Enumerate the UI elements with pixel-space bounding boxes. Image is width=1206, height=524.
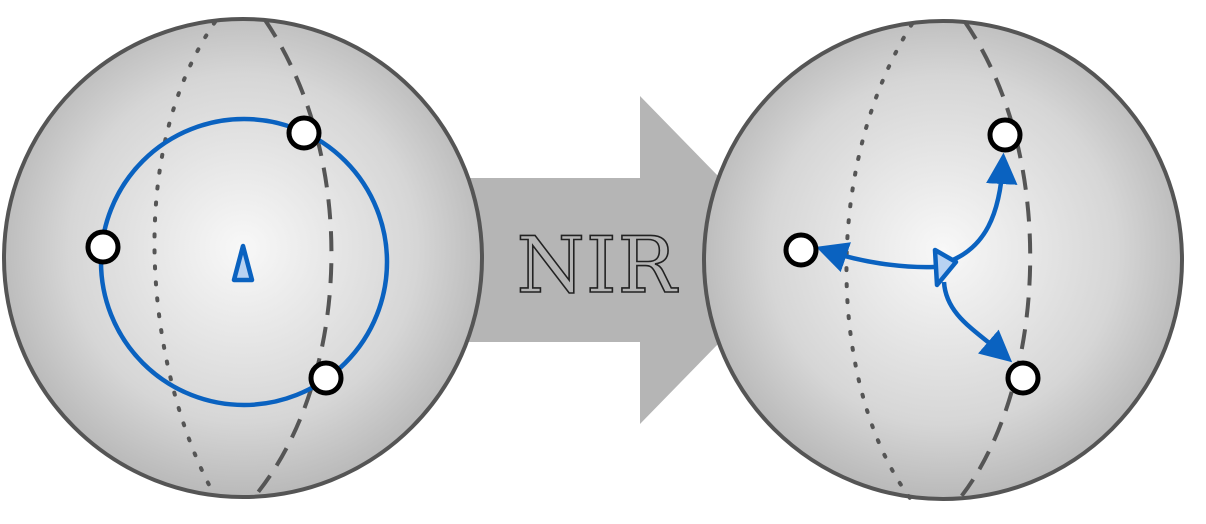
right-sphere-arrow-to-top: [947, 152, 1018, 265]
right-sphere-node-left-icon: [783, 232, 819, 268]
left-sphere: [2, 17, 484, 499]
right-sphere-center-marker-icon: [932, 247, 959, 288]
left-sphere-center-marker-icon: [231, 243, 255, 283]
right-sphere-node-top-icon: [987, 117, 1023, 153]
left-sphere-node-top-icon: [286, 115, 322, 151]
arrow-label: NIR: [517, 221, 679, 311]
left-sphere-dotted-meridian: [152, 20, 217, 498]
right-sphere-arrow-to-left: [816, 242, 935, 273]
left-sphere-node-bottom-icon: [308, 360, 344, 396]
left-sphere-node-left-icon: [85, 229, 121, 265]
right-sphere: [702, 19, 1184, 501]
transition-arrow: [420, 96, 800, 424]
left-sphere-dashed-meridian: [253, 18, 334, 498]
right-sphere-arrow-to-bottom: [941, 281, 1013, 363]
right-sphere-dashed-meridian: [958, 20, 1033, 500]
right-sphere-node-bottom-icon: [1005, 360, 1041, 396]
